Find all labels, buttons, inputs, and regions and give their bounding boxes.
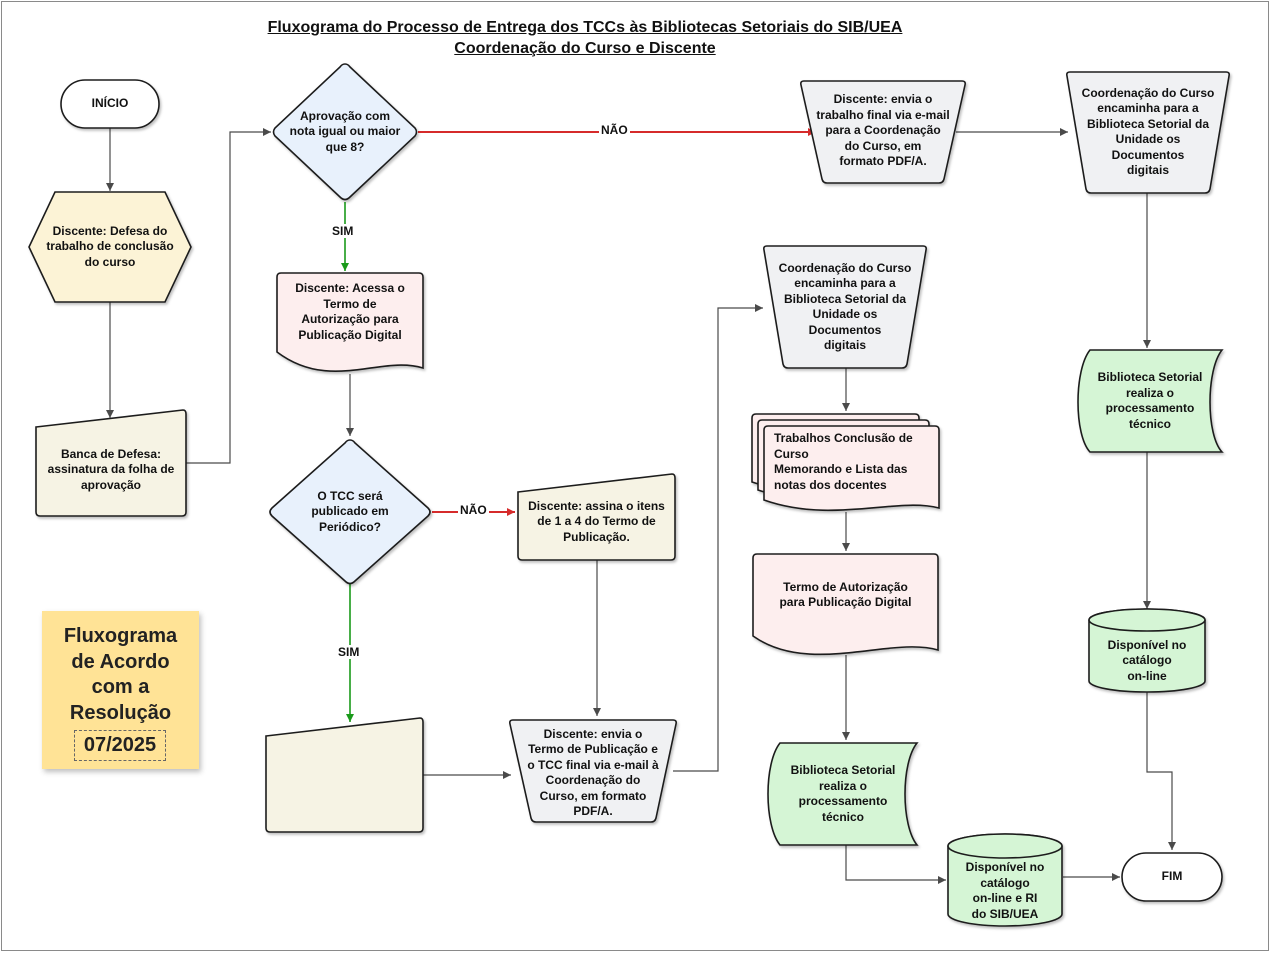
aprovacao-diamond xyxy=(272,63,418,201)
edge-label-sim-mid: SIM xyxy=(336,645,362,659)
bib-mid-label: Biblioteca Setorial realiza o processame… xyxy=(790,763,896,824)
envia-termo-label: Discente: envia o Termo de Publicação e … xyxy=(527,726,659,819)
acessa-termo-document xyxy=(276,272,424,372)
diagram-title: Fluxograma do Processo de Entrega dos TC… xyxy=(267,19,903,36)
edge-bib-dispbottom xyxy=(845,845,946,884)
aprovacao-label: Aprovação com nota igual ou maior que 8? xyxy=(289,108,401,154)
periodico-label: O TCC será publicado em Periódico? xyxy=(311,488,389,534)
bib-right-label: Biblioteca Setorial realiza o processame… xyxy=(1097,370,1203,431)
disp-right-label: Disponível no catálogo on-line xyxy=(1107,637,1187,683)
itens1235-card xyxy=(265,717,424,833)
envia-termo-trapezoid xyxy=(509,719,677,823)
edge-envia-coordmid xyxy=(673,304,763,772)
coord-top-trapezoid xyxy=(1066,71,1230,194)
edge-label-nao-mid: NÃO xyxy=(458,503,489,517)
diagram-subtitle: Coordenação do Curso e Discente xyxy=(454,40,716,57)
banca-label: Banca de Defesa: assinatura da folha de … xyxy=(47,446,175,492)
itens1235-label xyxy=(266,744,423,824)
sticky-note-text: Fluxograma de Acordo com a Resolução xyxy=(63,625,178,724)
termo-doc-label: Termo de Autorização para Publicação Dig… xyxy=(779,579,912,610)
edge-label-nao-top: NÃO xyxy=(599,123,630,137)
resolution-sticky-note: Fluxograma de Acordo com a Resolução xyxy=(42,611,199,769)
termo-document xyxy=(752,553,939,656)
defesa-hexagon xyxy=(28,191,192,303)
periodico-diamond xyxy=(269,439,431,585)
disp-bottom-label: Disponível no catálogo on-line e RI do S… xyxy=(965,860,1045,921)
edge-banca-aprovacao xyxy=(186,128,271,464)
disp-right-cylinder-top xyxy=(1088,608,1206,632)
itens14-card xyxy=(517,473,676,561)
docs-multi-front xyxy=(763,425,940,512)
defesa-label: Discente: Defesa do trabalho de conclusã… xyxy=(46,223,174,269)
fim-label: FIM xyxy=(1161,869,1183,884)
disp-bottom-cylinder-top xyxy=(947,833,1063,859)
edge-disp-fim xyxy=(1146,692,1176,850)
banca-manual-input xyxy=(35,409,187,517)
bib-mid-storage xyxy=(767,742,919,846)
itens14-label: Discente: assina o itens de 1 a 4 do Ter… xyxy=(528,498,665,544)
coord-mid-label: Coordenação do Curso encaminha para a Bi… xyxy=(778,260,912,353)
bib-right-storage xyxy=(1077,349,1224,453)
docs-multi-label: Trabalhos Conclusão de Curso Memorando e… xyxy=(774,431,913,492)
start-terminator xyxy=(60,79,160,129)
inicio-label: INÍCIO xyxy=(91,96,129,111)
envia-email-top-trapezoid xyxy=(800,80,966,184)
end-terminator xyxy=(1121,852,1223,902)
acessa-termo-label: Discente: Acessa o Termo de Autorização … xyxy=(295,281,405,342)
edge-label-sim-top: SIM xyxy=(330,224,356,238)
coord-top-label: Coordenação do Curso encaminha para a Bi… xyxy=(1081,85,1215,178)
sticky-note-number: 07/2025 xyxy=(74,730,166,761)
coord-mid-trapezoid xyxy=(763,245,927,369)
envia-email-top-label: Discente: envia o trabalho final via e-m… xyxy=(816,92,950,169)
